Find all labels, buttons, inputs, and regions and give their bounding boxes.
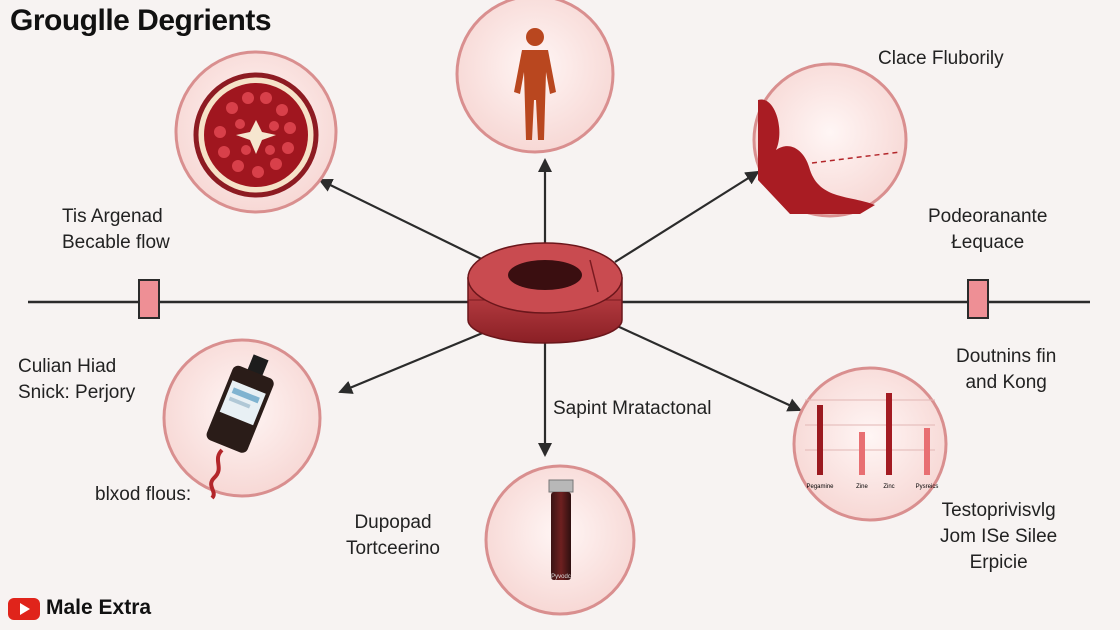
blood-vessel-icon bbox=[758, 99, 875, 214]
label-bottom-right: Testoprivisvlg Jom ISe Silee Erpicie bbox=[940, 500, 1058, 573]
label-left-lower: Culian Hiad Snick: Perjory bbox=[18, 356, 136, 403]
label-center-lower: Sapint Mratactonal bbox=[553, 398, 712, 419]
arrow-to-pomegranate bbox=[318, 178, 501, 269]
vessel-circle bbox=[752, 62, 908, 218]
chart-label-4: Pysreics bbox=[916, 484, 939, 490]
test-tube-icon: Pyvodc bbox=[548, 479, 574, 580]
left-marker bbox=[138, 279, 160, 319]
center-disk bbox=[467, 242, 623, 344]
pomegranate-circle bbox=[174, 50, 338, 214]
chart-label-1: Pegamine bbox=[806, 484, 834, 490]
brand-name: Male Extra bbox=[46, 596, 152, 619]
label-right-upper: Podeoranante Łequace bbox=[928, 206, 1048, 253]
bottle-circle bbox=[162, 338, 322, 500]
chart-circle: Pegamine Zine Zinc Pysreics bbox=[792, 366, 948, 522]
arrow-to-bottle bbox=[338, 330, 486, 394]
pomegranate-icon bbox=[193, 72, 319, 198]
right-marker bbox=[967, 279, 989, 319]
body-circle bbox=[455, 0, 615, 154]
chart-label-3: Zinc bbox=[883, 484, 894, 490]
chart-bar-1 bbox=[817, 405, 823, 475]
page-title: Grouglle Degrients bbox=[10, 4, 272, 37]
bottle-icon bbox=[206, 354, 274, 453]
chart-bar-2 bbox=[859, 432, 865, 475]
arrow-to-vessel bbox=[614, 170, 760, 263]
tube-label: Pyvodc bbox=[551, 574, 571, 580]
brand-watermark: Male Extra bbox=[8, 594, 151, 622]
arrow-to-chart bbox=[614, 324, 802, 412]
chart-bar-3 bbox=[886, 393, 892, 475]
chart-bar-4 bbox=[924, 428, 930, 475]
label-bottom-center: Dupopad Tortceerino bbox=[346, 512, 440, 559]
label-right-lower: Doutnins fin and Kong bbox=[956, 346, 1057, 393]
human-body-icon bbox=[514, 28, 556, 140]
tube-circle: Pyvodc bbox=[484, 464, 636, 616]
label-top-right: Clace Fluborily bbox=[878, 48, 1004, 69]
label-left-upper: Tis Argenad Becable flow bbox=[62, 206, 170, 253]
youtube-play-icon bbox=[8, 598, 40, 620]
chart-label-2: Zine bbox=[856, 484, 868, 490]
label-blood-flow: blxod flous: bbox=[95, 484, 192, 505]
